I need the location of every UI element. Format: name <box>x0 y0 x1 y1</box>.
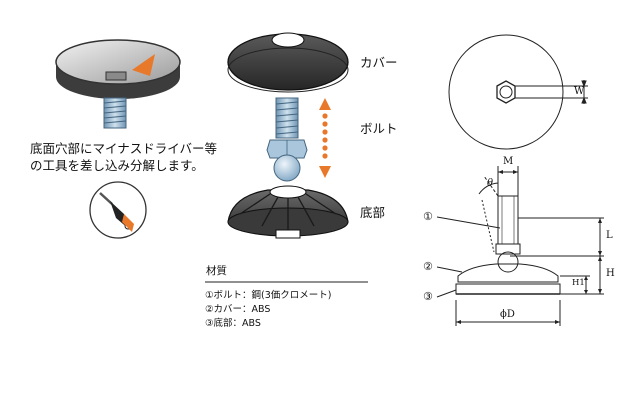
instruction-line-2: の工具を差し込み分解します。 <box>30 158 204 173</box>
dim-h-label: H <box>606 268 615 279</box>
side-view-drawing <box>436 166 604 326</box>
dim-d-label: ϕD <box>500 309 515 320</box>
callout-1: ① <box>423 210 433 223</box>
dim-h1-label: H1 <box>572 278 585 288</box>
material-item-cover: ②カバー：ABS <box>205 304 271 315</box>
material-title: 材質 <box>206 265 227 277</box>
bolt-illustration <box>266 97 308 182</box>
separation-arrow <box>319 98 331 178</box>
callout-2: ② <box>423 260 433 273</box>
callout-3: ③ <box>423 290 433 303</box>
material-item-base: ③底部：ABS <box>205 318 261 329</box>
base-illustration <box>227 185 349 239</box>
dim-theta-label: θ <box>487 178 494 189</box>
dim-w-label: W <box>574 86 585 97</box>
instruction-line-1: 底面穴部にマイナスドライバー等 <box>30 141 218 156</box>
cover-illustration <box>227 32 349 93</box>
dimension-arrowheads <box>456 170 602 324</box>
disassembly-instruction: 底面穴部にマイナスドライバー等 の工具を差し込み分解します。 <box>30 140 217 174</box>
dim-l-label: L <box>606 230 613 241</box>
material-item-bolt: ①ボルト：鋼(3価クロメート) <box>205 290 332 301</box>
screwdriver-icon <box>89 181 147 239</box>
assembled-leveler-illustration <box>55 39 181 129</box>
base-label: 底部 <box>360 205 386 220</box>
top-view-drawing <box>448 34 588 150</box>
bolt-label: ボルト <box>360 121 398 136</box>
cover-label: カバー <box>360 55 398 70</box>
dim-m-label: M <box>503 156 514 167</box>
